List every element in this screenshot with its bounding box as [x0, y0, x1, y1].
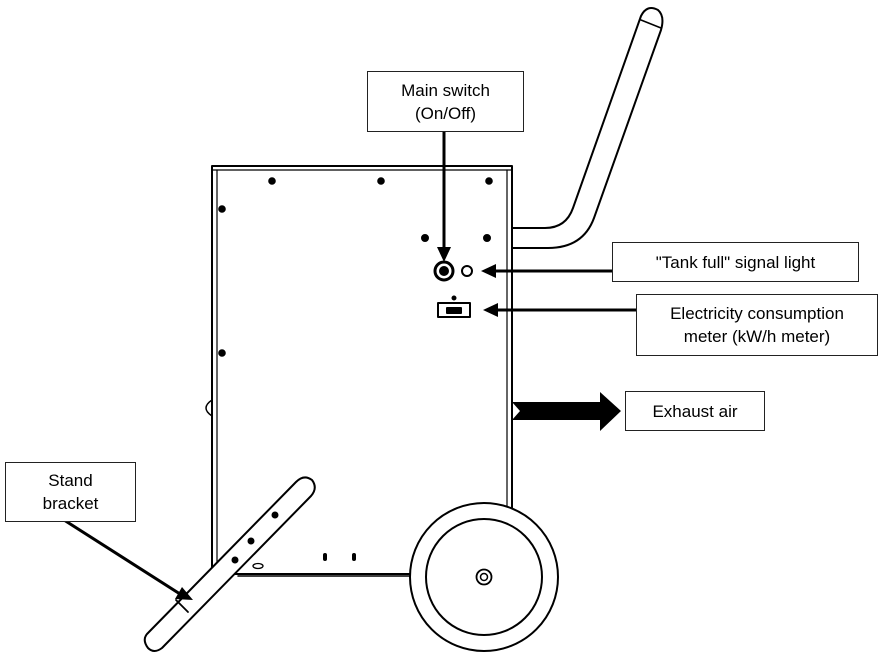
exhaust-air-label: Exhaust air — [625, 391, 765, 431]
main-switch-label: Main switch (On/Off) — [367, 71, 524, 132]
stand-bracket — [143, 476, 316, 652]
meter-label-line2: meter (kW/h meter) — [683, 327, 831, 346]
stand-bracket-label: Stand bracket — [5, 462, 136, 522]
tank-full-light — [461, 265, 473, 277]
exhaust-air-label-text: Exhaust air — [652, 401, 738, 421]
meter-label-line1: Electricity consumption — [670, 304, 844, 323]
meter-label: Electricity consumption meter (kW/h mete… — [636, 294, 878, 356]
stand-bracket-label-line1: Stand — [48, 471, 93, 490]
main-switch-label-line1: Main switch — [401, 80, 490, 100]
tank-full-label: "Tank full" signal light — [612, 242, 859, 282]
stand-bracket-label-line2: bracket — [42, 494, 99, 513]
transport-handle — [402, 7, 664, 249]
stand-bracket-arrow — [62, 518, 182, 596]
wheel-outer — [409, 502, 559, 652]
tank-full-label-text: "Tank full" signal light — [655, 252, 816, 272]
exhaust-arrow — [512, 392, 621, 431]
main-switch-label-line2: (On/Off) — [414, 103, 477, 123]
